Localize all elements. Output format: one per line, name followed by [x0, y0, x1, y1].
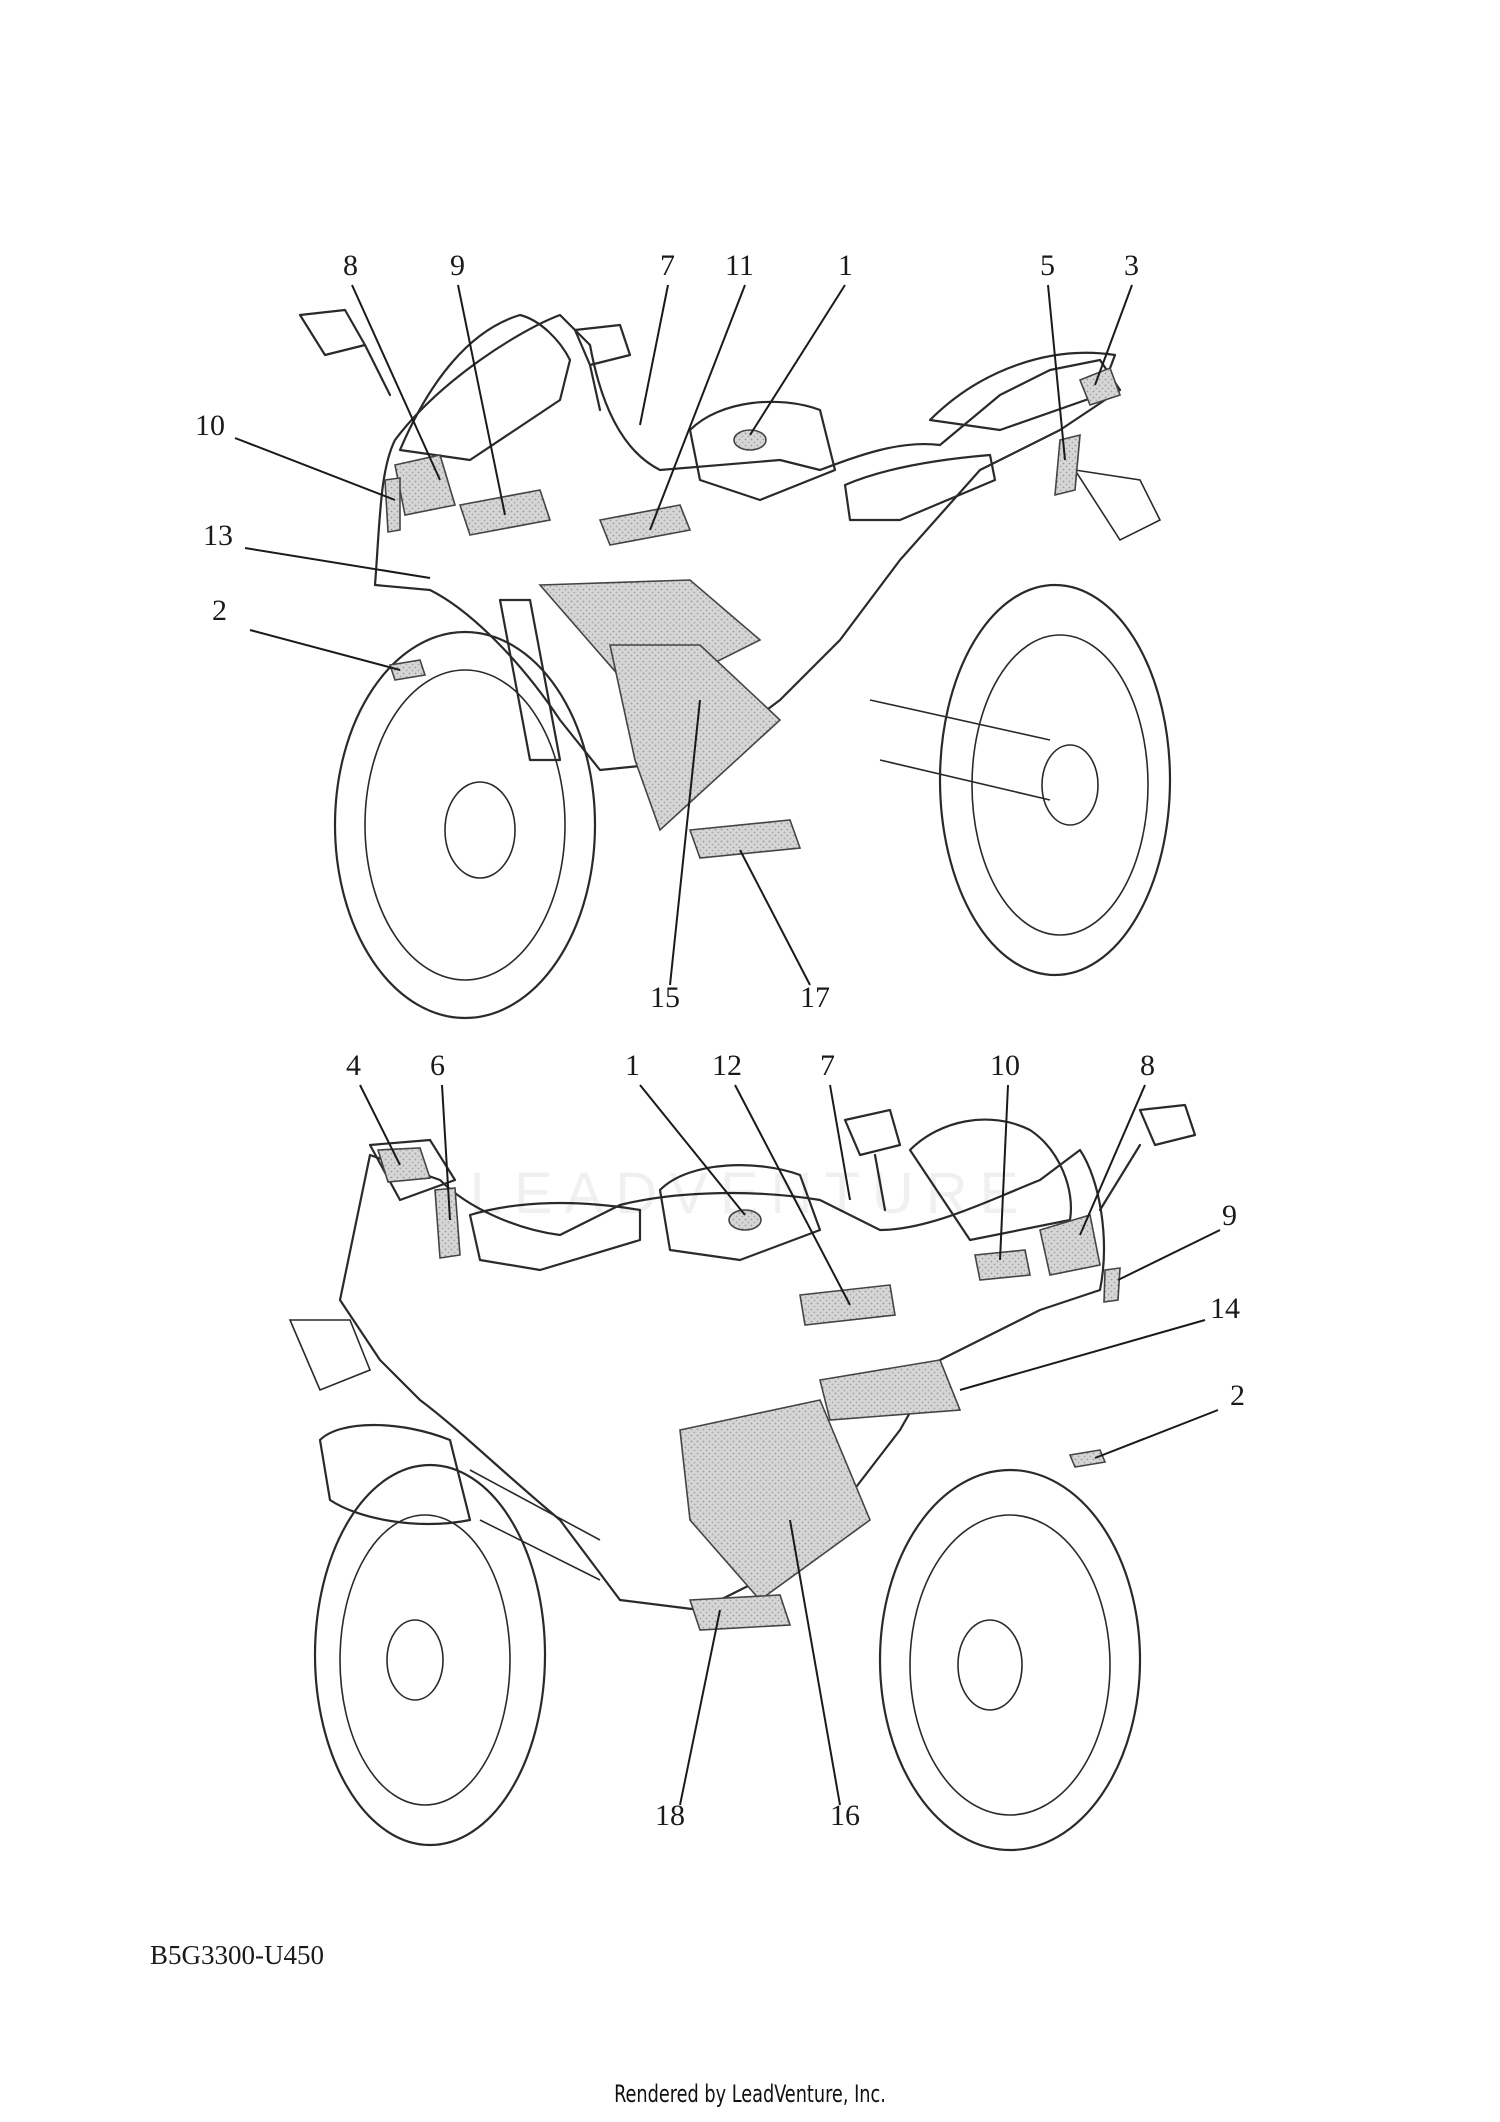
bottom-leader-lines: [359, 1084, 1221, 1806]
callout-top-11: 11: [725, 249, 754, 282]
callout-bottom-1: 1: [625, 1049, 640, 1082]
watermark-logo: LEADVENTURE: [469, 1161, 1031, 1226]
callout-top-5: 5: [1040, 249, 1055, 282]
callout-bottom-16: 16: [830, 1799, 860, 1832]
callout-bottom-18: 18: [655, 1799, 685, 1832]
callout-bottom-14: 14: [1210, 1292, 1240, 1325]
bottom-callouts: 4 6 1 12 7 10 8 9 14 2 18 16: [346, 1049, 1245, 1832]
callout-top-1: 1: [838, 249, 853, 282]
callout-bottom-6: 6: [430, 1049, 445, 1082]
footer-credit: Rendered by LeadVenture, Inc.: [614, 2080, 886, 2108]
callout-top-9: 9: [450, 249, 465, 282]
callout-top-10: 10: [195, 409, 225, 442]
top-leader-lines: [234, 284, 1133, 986]
callout-top-15: 15: [650, 981, 680, 1014]
callout-bottom-4: 4: [346, 1049, 361, 1082]
callout-top-3: 3: [1124, 249, 1139, 282]
callout-top-17: 17: [800, 981, 830, 1014]
callout-top-13: 13: [203, 519, 233, 552]
bottom-motorcycle-drawing: [288, 1103, 1197, 1852]
part-code: B5G3300-U450: [150, 1940, 324, 1970]
callout-top-8: 8: [343, 249, 358, 282]
top-motorcycle-drawing: [298, 308, 1172, 1020]
callout-top-2: 2: [212, 594, 227, 627]
callout-bottom-10: 10: [990, 1049, 1020, 1082]
top-callouts: 8 9 7 11 1 5 3 10 13 2 15 17: [195, 249, 1139, 1014]
callout-bottom-12: 12: [712, 1049, 742, 1082]
callout-top-7: 7: [660, 249, 675, 282]
callout-bottom-8: 8: [1140, 1049, 1155, 1082]
callout-bottom-2: 2: [1230, 1379, 1245, 1412]
callout-bottom-9: 9: [1222, 1199, 1237, 1232]
callout-bottom-7: 7: [820, 1049, 835, 1082]
